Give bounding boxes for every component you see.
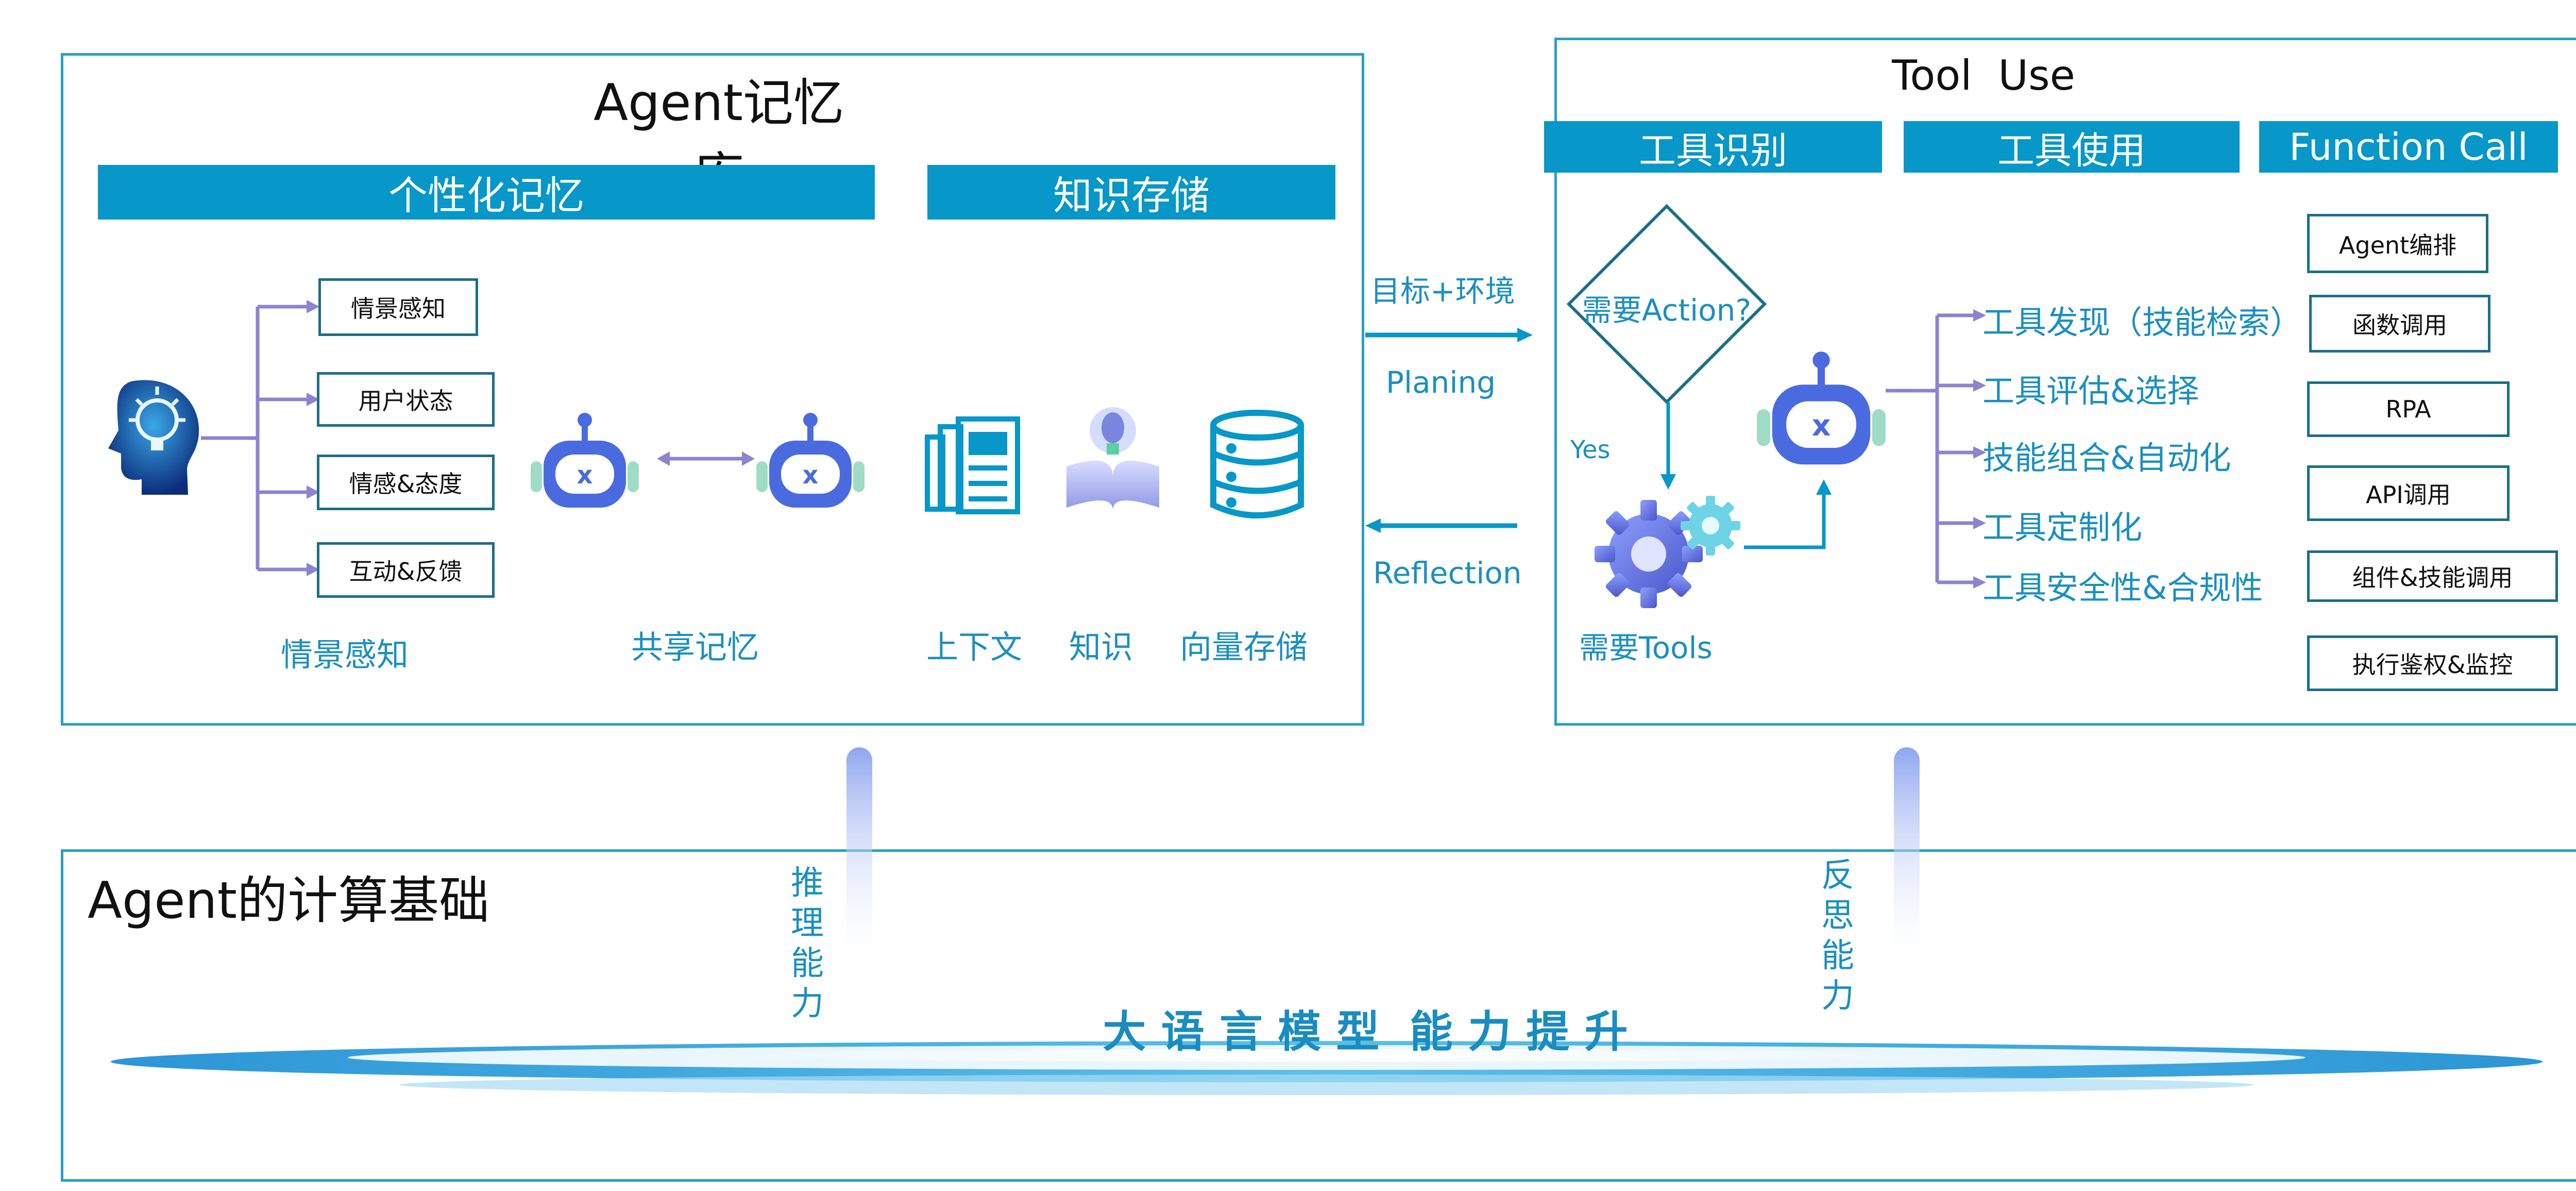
bar-personal-memory: 个性化记忆 (98, 165, 875, 220)
tool-item: 工具安全性&合规性 (1982, 569, 2263, 607)
llm-ability-label: 大 语 言 模 型 能 力 提 升 (1103, 1007, 1628, 1057)
bar-function-call: Function Call (2259, 121, 2558, 173)
label-knowledge: 知识 (1069, 628, 1133, 666)
robot-icon: x (756, 413, 865, 508)
bar-tool-usage: 工具使用 (1904, 121, 2240, 173)
arrow-left (1365, 518, 1517, 533)
llm-disc (111, 1041, 2543, 1095)
function-call-item: API调用 (2307, 465, 2510, 521)
shared-arrow (657, 451, 755, 466)
function-call-item: RPA (2307, 381, 2510, 437)
label-shared-memory: 共享记忆 (631, 628, 759, 666)
tool-item: 工具发现（技能检索） (1982, 304, 2302, 341)
scene-item-box: 情感&态度 (317, 455, 495, 510)
svg-text:x: x (1812, 409, 1831, 443)
document-icon (925, 416, 1020, 514)
reflection-label: Reflection (1373, 556, 1522, 591)
need-tools-label: 需要Tools (1579, 630, 1713, 665)
reasoning-pillar (846, 747, 872, 974)
robot-icon: x (531, 413, 639, 508)
tool-item: 工具评估&选择 (1982, 372, 2199, 410)
function-call-item: Agent编排 (2307, 214, 2488, 273)
yes-label: Yes (1570, 435, 1611, 464)
function-call-item: 执行鉴权&监控 (2307, 635, 2558, 691)
svg-text:x: x (803, 461, 819, 490)
bar-knowledge-storage: 知识存储 (927, 165, 1335, 220)
compute-base-title: Agent的计算基础 (88, 871, 490, 930)
arrow-to-robot (1744, 479, 1832, 549)
goal-env-label: 目标+环境 (1370, 274, 1515, 309)
reasoning-ability-label: 推理能力 (791, 864, 824, 1023)
robot-icon: x (1757, 351, 1886, 465)
tool-use-title: Tool Use (1892, 52, 2075, 99)
scene-item-box: 互动&反馈 (317, 542, 495, 598)
decision-label: 需要Action? (1582, 293, 1752, 328)
compute-base-panel (61, 849, 2576, 1182)
function-call-item: 函数调用 (2309, 295, 2490, 353)
svg-text:x: x (577, 461, 593, 490)
database-icon (1210, 410, 1304, 518)
arrow-right (1365, 328, 1533, 342)
scene-item-box: 用户状态 (317, 372, 495, 427)
head-lightbulb-icon (108, 380, 199, 495)
tool-item: 技能组合&自动化 (1982, 439, 2231, 477)
knowledge-book-icon (1066, 407, 1159, 510)
scene-item-box: 情景感知 (318, 278, 478, 336)
tool-item: 工具定制化 (1982, 509, 2143, 546)
reflect-ability-label: 反思能力 (1821, 857, 1854, 1015)
arrow-down-yes (1660, 402, 1676, 490)
planning-label: Planing (1386, 365, 1496, 400)
label-vector-storage: 向量存储 (1180, 628, 1308, 666)
gear-icon (1595, 496, 1740, 608)
tool-tree-arrows (1886, 309, 1986, 589)
function-call-item: 组件&技能调用 (2307, 550, 2558, 602)
label-scene: 情景感知 (281, 636, 409, 674)
label-context: 上下文 (926, 628, 1023, 666)
scene-tree-arrows (201, 300, 319, 576)
bar-tool-recognition: 工具识别 (1544, 121, 1882, 173)
reflect-pillar (1894, 747, 1920, 974)
